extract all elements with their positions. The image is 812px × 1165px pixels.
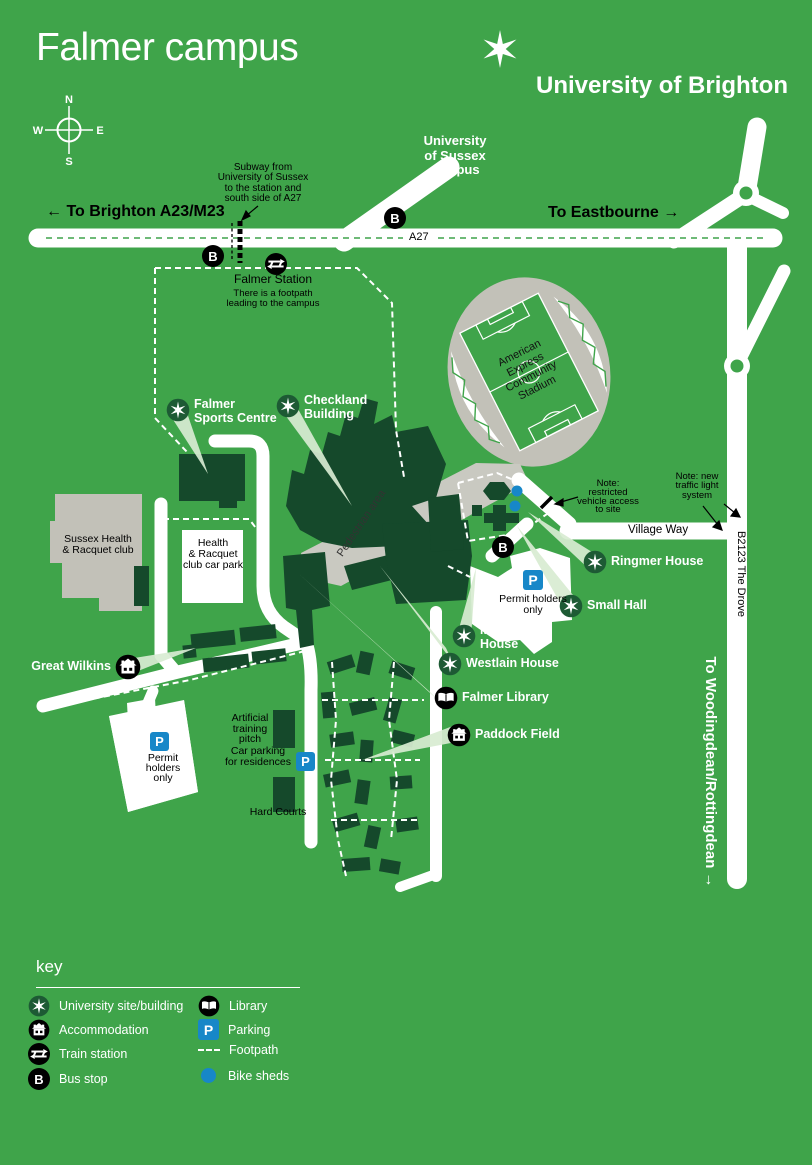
club-car-park-area xyxy=(182,530,243,603)
parking-icon: P xyxy=(296,752,315,771)
compass-e: E xyxy=(96,125,103,137)
footpaths xyxy=(44,267,549,877)
a27-label: A27 xyxy=(409,231,429,243)
university-site-icon xyxy=(452,624,476,648)
artificial-pitch-label: Artificial training pitch xyxy=(231,712,269,745)
car-parking-residences-label: Car parking for residences xyxy=(225,745,291,768)
to-eastbourne-label: To Eastbourne → xyxy=(548,204,680,221)
footpath-icon xyxy=(198,1049,220,1051)
university-site-icon xyxy=(166,398,190,422)
key-footpath: Footpath xyxy=(198,1043,278,1057)
subway-note: Subway from University of Sussex to the … xyxy=(217,162,309,205)
key-accommodation: Accommodation xyxy=(28,1019,149,1041)
library-icon xyxy=(198,995,220,1017)
site-paddock-field: Paddock Field xyxy=(447,723,560,747)
stadium-truss-east xyxy=(553,296,607,393)
university-site-icon xyxy=(583,550,607,574)
university-logo-name: University of Brighton xyxy=(535,72,788,99)
university-site-icon xyxy=(438,652,462,676)
sussex-health-racquet-building xyxy=(50,494,142,611)
library-icon xyxy=(434,686,458,710)
sussex-campus-label: University of Sussex campus xyxy=(423,133,487,177)
permit-west-area2 xyxy=(109,700,198,812)
key-title: key xyxy=(36,957,63,976)
university-logo-star-icon xyxy=(483,30,517,68)
accommodation-icon xyxy=(115,654,141,680)
to-brighton-label: ← To Brighton A23/M23 xyxy=(46,203,225,220)
university-site-icon xyxy=(276,394,300,418)
restricted-access-note: Note: restricted vehicle access to site xyxy=(577,478,639,516)
road-to-sussex xyxy=(333,156,460,252)
sports-centre-building xyxy=(179,454,245,508)
key-train-station: Train station xyxy=(28,1043,127,1065)
stadium: American Express Community Stadium xyxy=(447,277,611,467)
buildings xyxy=(134,398,519,875)
bus-stop-icon: B xyxy=(384,207,406,229)
hard-courts-label: Hard Courts xyxy=(249,806,307,818)
club-car-park-label: Health & Racquet club car park xyxy=(182,537,244,571)
key-parking: P Parking xyxy=(198,1019,270,1040)
train-station-icon xyxy=(28,1043,50,1065)
artificial-pitch-shape xyxy=(273,710,295,748)
road-label-b2123: B2123 The Drove xyxy=(735,531,747,617)
compass: N E S W xyxy=(33,94,104,168)
great-wilkins-buildings xyxy=(182,624,287,673)
road-restricted-access xyxy=(511,472,577,532)
university-site-icon xyxy=(28,995,50,1017)
parking-icon: P xyxy=(150,732,169,751)
train-station-icon xyxy=(265,253,287,275)
bus-stop-icon: B xyxy=(202,245,224,267)
compass-s: S xyxy=(65,156,72,168)
subway-crossing xyxy=(231,221,243,263)
bus-stop-icon: B xyxy=(492,536,514,558)
compass-n: N xyxy=(65,94,73,106)
cross-building xyxy=(484,505,519,531)
key-library: Library xyxy=(198,995,267,1017)
key-divider xyxy=(36,987,300,988)
checkland-building-shape xyxy=(286,398,446,548)
site-great-wilkins: Great Wilkins xyxy=(28,654,141,680)
bike-sheds xyxy=(509,485,523,512)
site-falmer-sports-centre: Falmer Sports Centre xyxy=(166,397,277,425)
key-bike-sheds: Bike sheds xyxy=(198,1068,289,1083)
residence-buildings xyxy=(320,650,419,875)
university-site-icon xyxy=(559,594,583,618)
restricted-access-bar xyxy=(539,495,554,510)
traffic-light-note: Note: new traffic light system xyxy=(675,471,719,501)
sussex-health-label: Sussex Health & Racquet club xyxy=(62,533,134,556)
permit-west-label: Permit holders only xyxy=(145,752,181,784)
label-wedges xyxy=(128,400,600,760)
permit-small-hall-label: Permit holders only xyxy=(499,593,567,616)
station-footpath-note: There is a footpath leading to the campu… xyxy=(226,288,320,309)
station-name: Falmer Station xyxy=(233,272,313,286)
hexagon-building xyxy=(483,482,511,500)
bus-stop-icon: B xyxy=(28,1068,50,1090)
page-title: Falmer campus xyxy=(36,26,299,69)
site-ringmer-house: Ringmer House xyxy=(583,550,703,574)
key-bus-stop: B Bus stop xyxy=(28,1068,108,1090)
stadium-truss-west xyxy=(451,351,505,448)
roundabouts xyxy=(724,180,759,379)
accommodation-icon xyxy=(447,723,471,747)
site-westlain-house: Westlain House xyxy=(438,652,559,676)
hard-courts-shape xyxy=(273,777,295,812)
road-label-woodingdean: To Woodingdean/Rottingdean → xyxy=(702,656,719,887)
bike-sheds-icon xyxy=(201,1068,216,1083)
village-way-label: Village Way xyxy=(628,524,689,536)
parking-icon: P xyxy=(198,1019,219,1040)
note-arrows xyxy=(240,205,742,531)
accommodation-icon xyxy=(28,1019,50,1041)
compass-w: W xyxy=(33,125,44,137)
site-small-hall: Small Hall xyxy=(559,594,647,618)
parking-icon: P xyxy=(523,570,543,590)
key-university-site: University site/building xyxy=(28,995,183,1017)
site-mayfield-house: Mayfield House xyxy=(452,623,530,651)
site-falmer-library: Falmer Library xyxy=(434,686,549,710)
site-checkland-building: Checkland Building xyxy=(276,393,367,421)
